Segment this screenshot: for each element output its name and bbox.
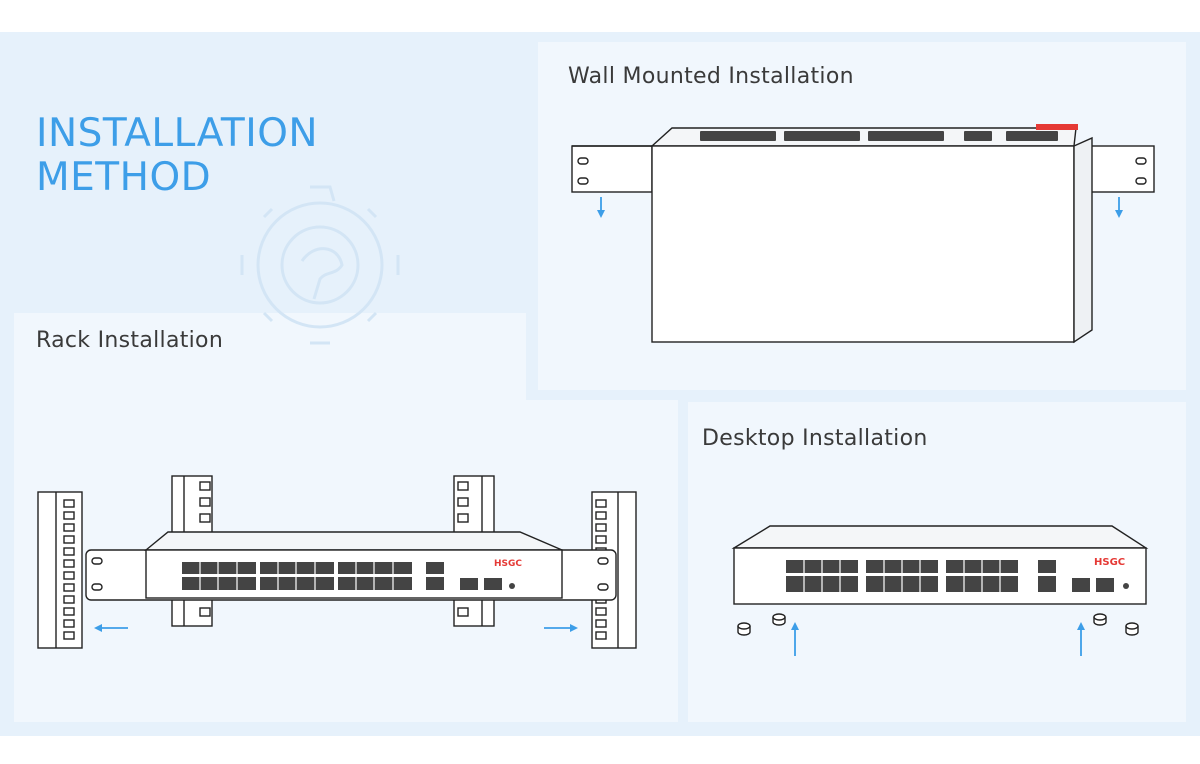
wall-mount-illustration [571, 124, 1155, 344]
desk-brand-label: HSGC [1094, 557, 1125, 568]
desk-rubber-feet [737, 613, 1139, 636]
desktop-section-title: Desktop Installation [702, 426, 928, 451]
wall-section-title: Wall Mounted Installation [568, 64, 854, 89]
page-title: INSTALLATION METHOD [36, 112, 318, 200]
title-line-2: METHOD [36, 155, 212, 200]
rack-section-title: Rack Installation [36, 328, 224, 353]
desk-switch-top [731, 525, 1149, 549]
desktop-illustration: HSGC [731, 525, 1149, 636]
rack-switch-top [144, 531, 563, 551]
rack-front-left-post [37, 491, 83, 649]
rack-brand-label: HSGC [494, 559, 522, 569]
rack-panel-tab [14, 313, 526, 413]
rack-illustration: HSGC [37, 475, 637, 649]
title-line-1: INSTALLATION [36, 111, 319, 156]
wall-left-ear [571, 145, 653, 193]
